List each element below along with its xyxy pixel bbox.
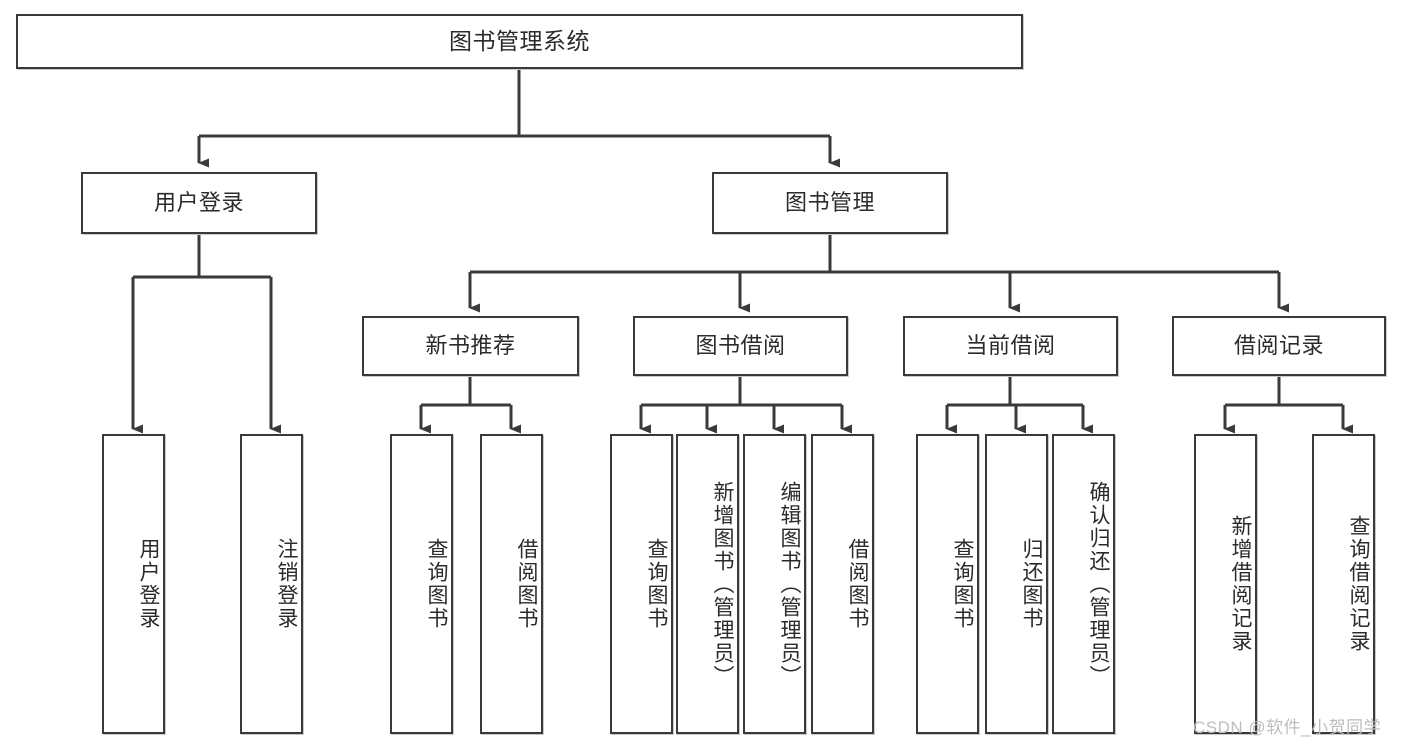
leaf-add-book-admin[interactable]: 新增图书（管理员） — [676, 434, 739, 734]
node-label: 查询图书 — [951, 538, 974, 630]
node-current-borrowing[interactable]: 当前借阅 — [903, 316, 1118, 376]
leaf-query-books-recommendation[interactable]: 查询图书 — [390, 434, 453, 734]
leaf-edit-book-admin[interactable]: 编辑图书（管理员） — [743, 434, 806, 734]
node-label: 用户登录 — [153, 189, 244, 215]
csdn-watermark: CSDN @软件_小贺同学 — [1193, 718, 1382, 737]
node-label: 新增借阅记录 — [1229, 515, 1252, 653]
leaf-query-borrow-record[interactable]: 查询借阅记录 — [1312, 434, 1375, 734]
node-label: 归还图书 — [1020, 538, 1043, 630]
leaf-borrow-books-borrowing[interactable]: 借阅图书 — [811, 434, 874, 734]
node-label: 查询借阅记录 — [1347, 515, 1370, 653]
node-label: 查询图书 — [425, 538, 448, 630]
node-label: 借阅图书 — [515, 538, 538, 630]
node-label: 确认归还（管理员） — [1087, 480, 1110, 688]
node-label: 新书推荐 — [425, 332, 516, 358]
node-label: 图书管理系统 — [449, 27, 590, 54]
node-label: 编辑图书（管理员） — [778, 480, 801, 688]
node-book-borrowing[interactable]: 图书借阅 — [633, 316, 848, 376]
node-label: 用户登录 — [137, 538, 160, 630]
leaf-return-books[interactable]: 归还图书 — [985, 434, 1048, 734]
leaf-query-books-borrowing[interactable]: 查询图书 — [610, 434, 673, 734]
leaf-user-login[interactable]: 用户登录 — [102, 434, 165, 734]
node-book-management[interactable]: 图书管理 — [712, 172, 948, 234]
node-label: 借阅记录 — [1233, 332, 1324, 358]
leaf-confirm-return-admin[interactable]: 确认归还（管理员） — [1052, 434, 1115, 734]
leaf-borrow-books-recommendation[interactable]: 借阅图书 — [480, 434, 543, 734]
leaf-add-borrow-record[interactable]: 新增借阅记录 — [1194, 434, 1257, 734]
node-label: 借阅图书 — [846, 538, 869, 630]
node-borrow-records[interactable]: 借阅记录 — [1172, 316, 1386, 376]
node-label: 当前借阅 — [965, 332, 1056, 358]
node-user-login[interactable]: 用户登录 — [81, 172, 317, 234]
node-label: 图书管理 — [784, 189, 875, 215]
node-new-book-recommendation[interactable]: 新书推荐 — [362, 316, 579, 376]
node-label: 新增图书（管理员） — [711, 480, 734, 688]
leaf-logout[interactable]: 注销登录 — [240, 434, 303, 734]
leaf-query-books-current[interactable]: 查询图书 — [916, 434, 979, 734]
node-label: 查询图书 — [645, 538, 668, 630]
node-label: 图书借阅 — [695, 332, 786, 358]
node-root-book-management-system[interactable]: 图书管理系统 — [16, 14, 1023, 69]
node-label: 注销登录 — [275, 538, 298, 630]
